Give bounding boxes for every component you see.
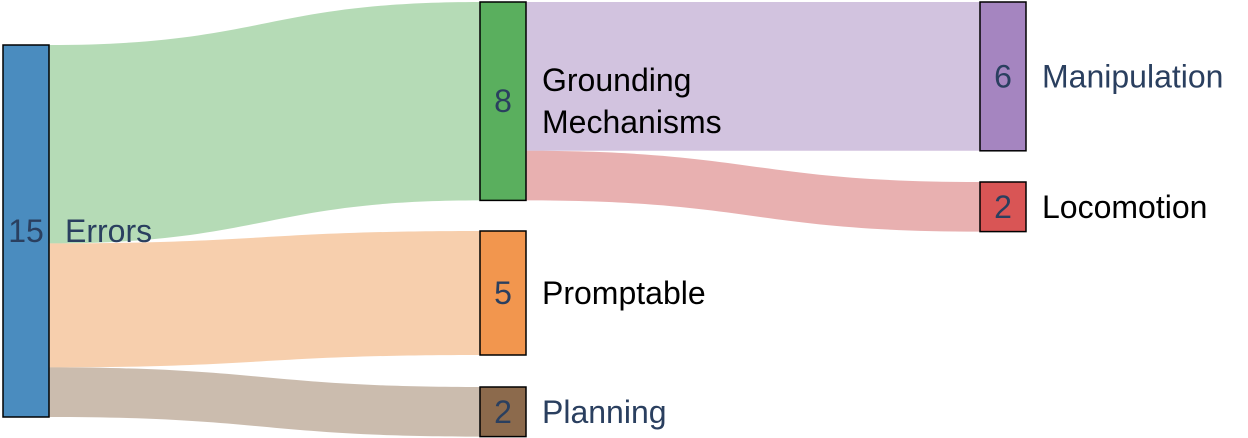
node-label-grounding-line-0: Grounding xyxy=(542,62,691,98)
node-label-planning: Planning xyxy=(542,394,667,430)
node-value-errors: 15 xyxy=(8,213,44,249)
node-label-errors: Errors xyxy=(65,213,152,249)
node-label-promptable: Promptable xyxy=(542,275,706,311)
node-label-locomotion: Locomotion xyxy=(1042,189,1207,225)
node-value-grounding: 8 xyxy=(494,83,512,119)
link-errors-to-planning xyxy=(49,367,480,437)
node-value-locomotion: 2 xyxy=(994,189,1012,225)
node-locomotion: 2 Locomotion xyxy=(979,181,1207,233)
node-bar-locomotion xyxy=(979,181,1027,233)
node-errors: 15 Errors xyxy=(2,44,152,418)
sankey-links xyxy=(49,2,980,437)
node-planning: 2 Planning xyxy=(479,386,667,438)
node-label-grounding-line-1: Mechanisms xyxy=(542,104,722,140)
link-grounding-to-manipulation xyxy=(526,2,980,151)
node-bar-promptable xyxy=(479,230,527,356)
node-value-manipulation: 6 xyxy=(994,58,1012,94)
node-promptable: 5 Promptable xyxy=(479,230,706,356)
link-grounding-to-locomotion xyxy=(526,150,980,232)
link-errors-to-grounding xyxy=(49,2,480,244)
node-bar-errors xyxy=(2,44,50,418)
node-value-promptable: 5 xyxy=(494,275,512,311)
node-bar-grounding xyxy=(479,1,527,202)
node-label-manipulation: Manipulation xyxy=(1042,58,1223,94)
link-errors-to-promptable xyxy=(49,231,480,368)
node-bar-manipulation xyxy=(979,1,1027,152)
node-value-planning: 2 xyxy=(494,394,512,430)
node-bar-planning xyxy=(479,386,527,438)
node-manipulation: 6 Manipulation xyxy=(979,1,1223,152)
